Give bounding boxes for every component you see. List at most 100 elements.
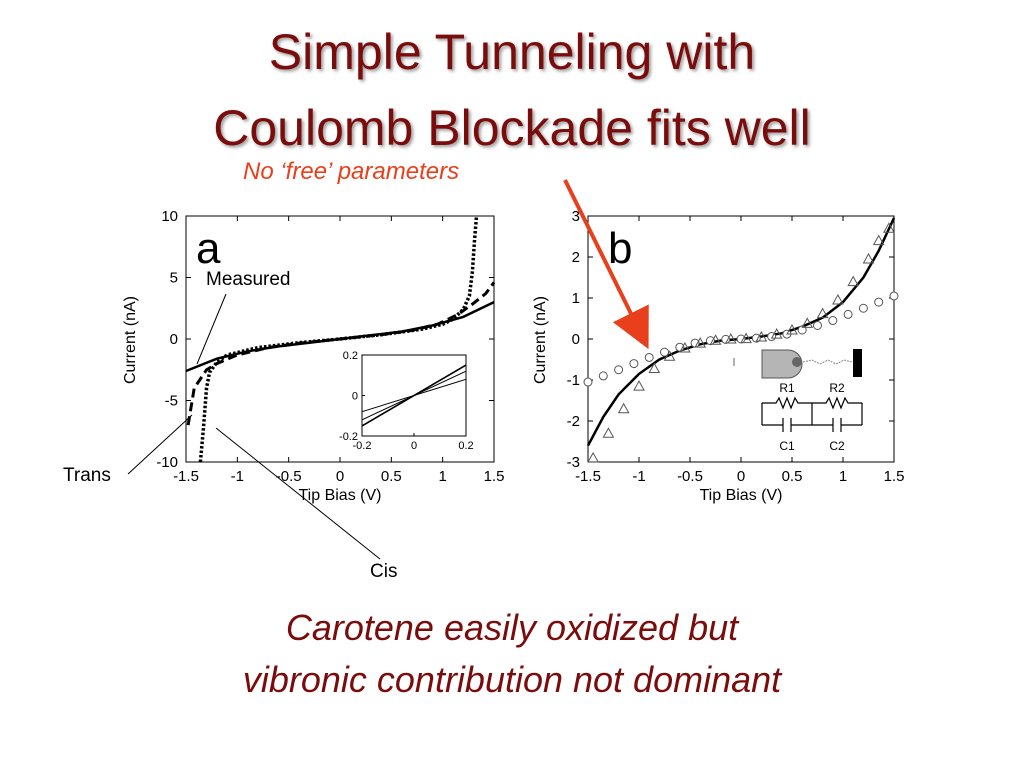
chart-a-ylabel: Current (nA) [122,296,139,384]
a-xtick-label: 1.5 [484,468,505,485]
chart-b-point-triangle [801,317,814,328]
b-ytick-label: -2 [567,413,580,430]
chart-a-series-dotted [198,215,479,463]
b-xtick-label: 1.5 [884,468,905,485]
chart-b-point-triangle [883,222,895,233]
inset-ytick-label: 0 [352,391,358,403]
callout-arrow [563,179,649,350]
chart-b-series-solid [586,217,896,447]
chart-b-point-triangle [633,380,645,391]
chart-b-point-triangle [862,253,875,264]
inset-ytick-label: -0.2 [339,431,358,443]
a-ytick-label: 0 [170,331,178,348]
chart-a-series-dashed [186,281,496,426]
resistor-r1-icon [762,396,812,410]
chart-a-inset: 0.2 0 -0.2-0.2 0 0.2 [339,350,474,452]
tip-icon [761,349,803,379]
chart-b-point-triangle [816,307,829,319]
b-xtick-label: 1 [839,468,847,485]
resistor-r2-icon [812,396,862,410]
chart-a-panel-label: a [196,224,221,273]
a-ytick-label: -10 [156,454,178,471]
chart-b-point-triangle [786,323,798,335]
b-xtick-label: -1 [632,468,645,485]
chart-b-point-circle [660,347,669,357]
annotation-cis: Cis [370,561,397,582]
chart-b-point-triangle [587,451,599,463]
inset-xtick-label: 0 [411,440,417,452]
a-ytick-label: -5 [165,393,178,410]
capacitor-c1-icon [762,418,812,432]
chart-b-point-circle [797,325,807,335]
capacitor-c2-icon [812,418,862,432]
chart-b-ylabel: Current (nA) [532,296,549,384]
chart-b-point-triangle [755,330,768,342]
a-ytick-label: 10 [161,208,178,225]
b-xtick-label: 0 [737,468,745,485]
chart-b-point-triangle [847,275,860,287]
chart-b-point-triangle [832,294,844,305]
inset-xtick-label: -0.2 [353,440,372,452]
chart-b-point-circle [583,377,593,387]
b-xtick-label: -1.5 [575,468,601,485]
subtitle-no-free-parameters: No ‘free’ parameters [243,158,460,185]
chart-b-point-circle [598,371,608,381]
a-xtick-label: -1 [231,468,244,485]
chart-a-xlabel: Tip Bias (V) [299,487,382,504]
a-xtick-label: -0.5 [276,468,302,485]
chart-b-point-circle [843,309,853,319]
chart-b-point-triangle [602,427,615,438]
chart-b-point-triangle [617,402,630,414]
chart-b-point-circle [828,316,838,326]
chart-b: 3 2 1 0 -1 -2 -3 -1.5 -1 -0.5 0 0.5 1 1.5 b Tip Bias… [532,208,904,504]
chart-b-point-circle [614,365,624,375]
footer-line-2: vibronic contribution not dominant [242,659,782,700]
substrate-icon [853,349,862,377]
chart-b-point-triangle [694,337,707,348]
circuit-label-r2: R2 [829,381,845,395]
b-ytick-label: -1 [567,372,580,389]
b-xtick-label: 0.5 [782,468,803,485]
chart-b-xlabel: Tip Bias (V) [700,487,783,504]
inset-series-line [361,370,467,421]
b-ytick-label: 2 [572,249,580,266]
inset-xtick-label: 0.2 [458,440,473,452]
b-xtick-label: -0.5 [677,468,703,485]
a-xtick-label: 0.5 [381,468,402,485]
circuit-label-r1: R1 [779,381,795,395]
chart-b-point-triangle [709,334,722,345]
annotation-trans: Trans [63,465,111,486]
chart-b-point-triangle [770,328,783,339]
annotation-trans-pointer [127,414,193,475]
chart-b-panel-label: b [608,224,632,273]
b-ytick-label: 0 [572,331,580,348]
annotation-cis-pointer [215,427,381,560]
a-ytick-label: 5 [170,270,178,287]
chart-b-point-circle [644,352,654,362]
molecule-icon [792,357,802,367]
inset-ytick-label: 0.2 [343,350,358,362]
b-ytick-label: 3 [572,208,580,225]
chart-b-point-circle [889,291,899,301]
equivalent-circuit [761,396,863,432]
footer-line-1: Carotene easily oxidized but [285,607,739,648]
chart-b-point-circle [813,320,822,330]
chart-b-point-triangle [724,332,737,344]
slide-title-line-1: Simple Tunneling with [268,24,756,80]
chart-b-point-triangle [740,332,752,344]
circuit-label-c1: C1 [779,439,795,453]
b-ytick-label: 1 [572,290,580,307]
chart-b-point-triangle [872,234,885,246]
molecule-junction-schematic [733,349,862,379]
a-xtick-label: 0 [336,468,344,485]
chart-b-point-circle [858,303,868,313]
chart-b-point-triangle [648,362,661,374]
chart-b-point-circle [751,333,761,343]
chart-b-point-triangle [663,350,676,361]
b-ytick-label: -3 [567,454,580,471]
circuit-label-c2: C2 [829,439,845,453]
chart-b-point-triangle [679,341,691,353]
chart-b-point-circle [874,297,884,307]
